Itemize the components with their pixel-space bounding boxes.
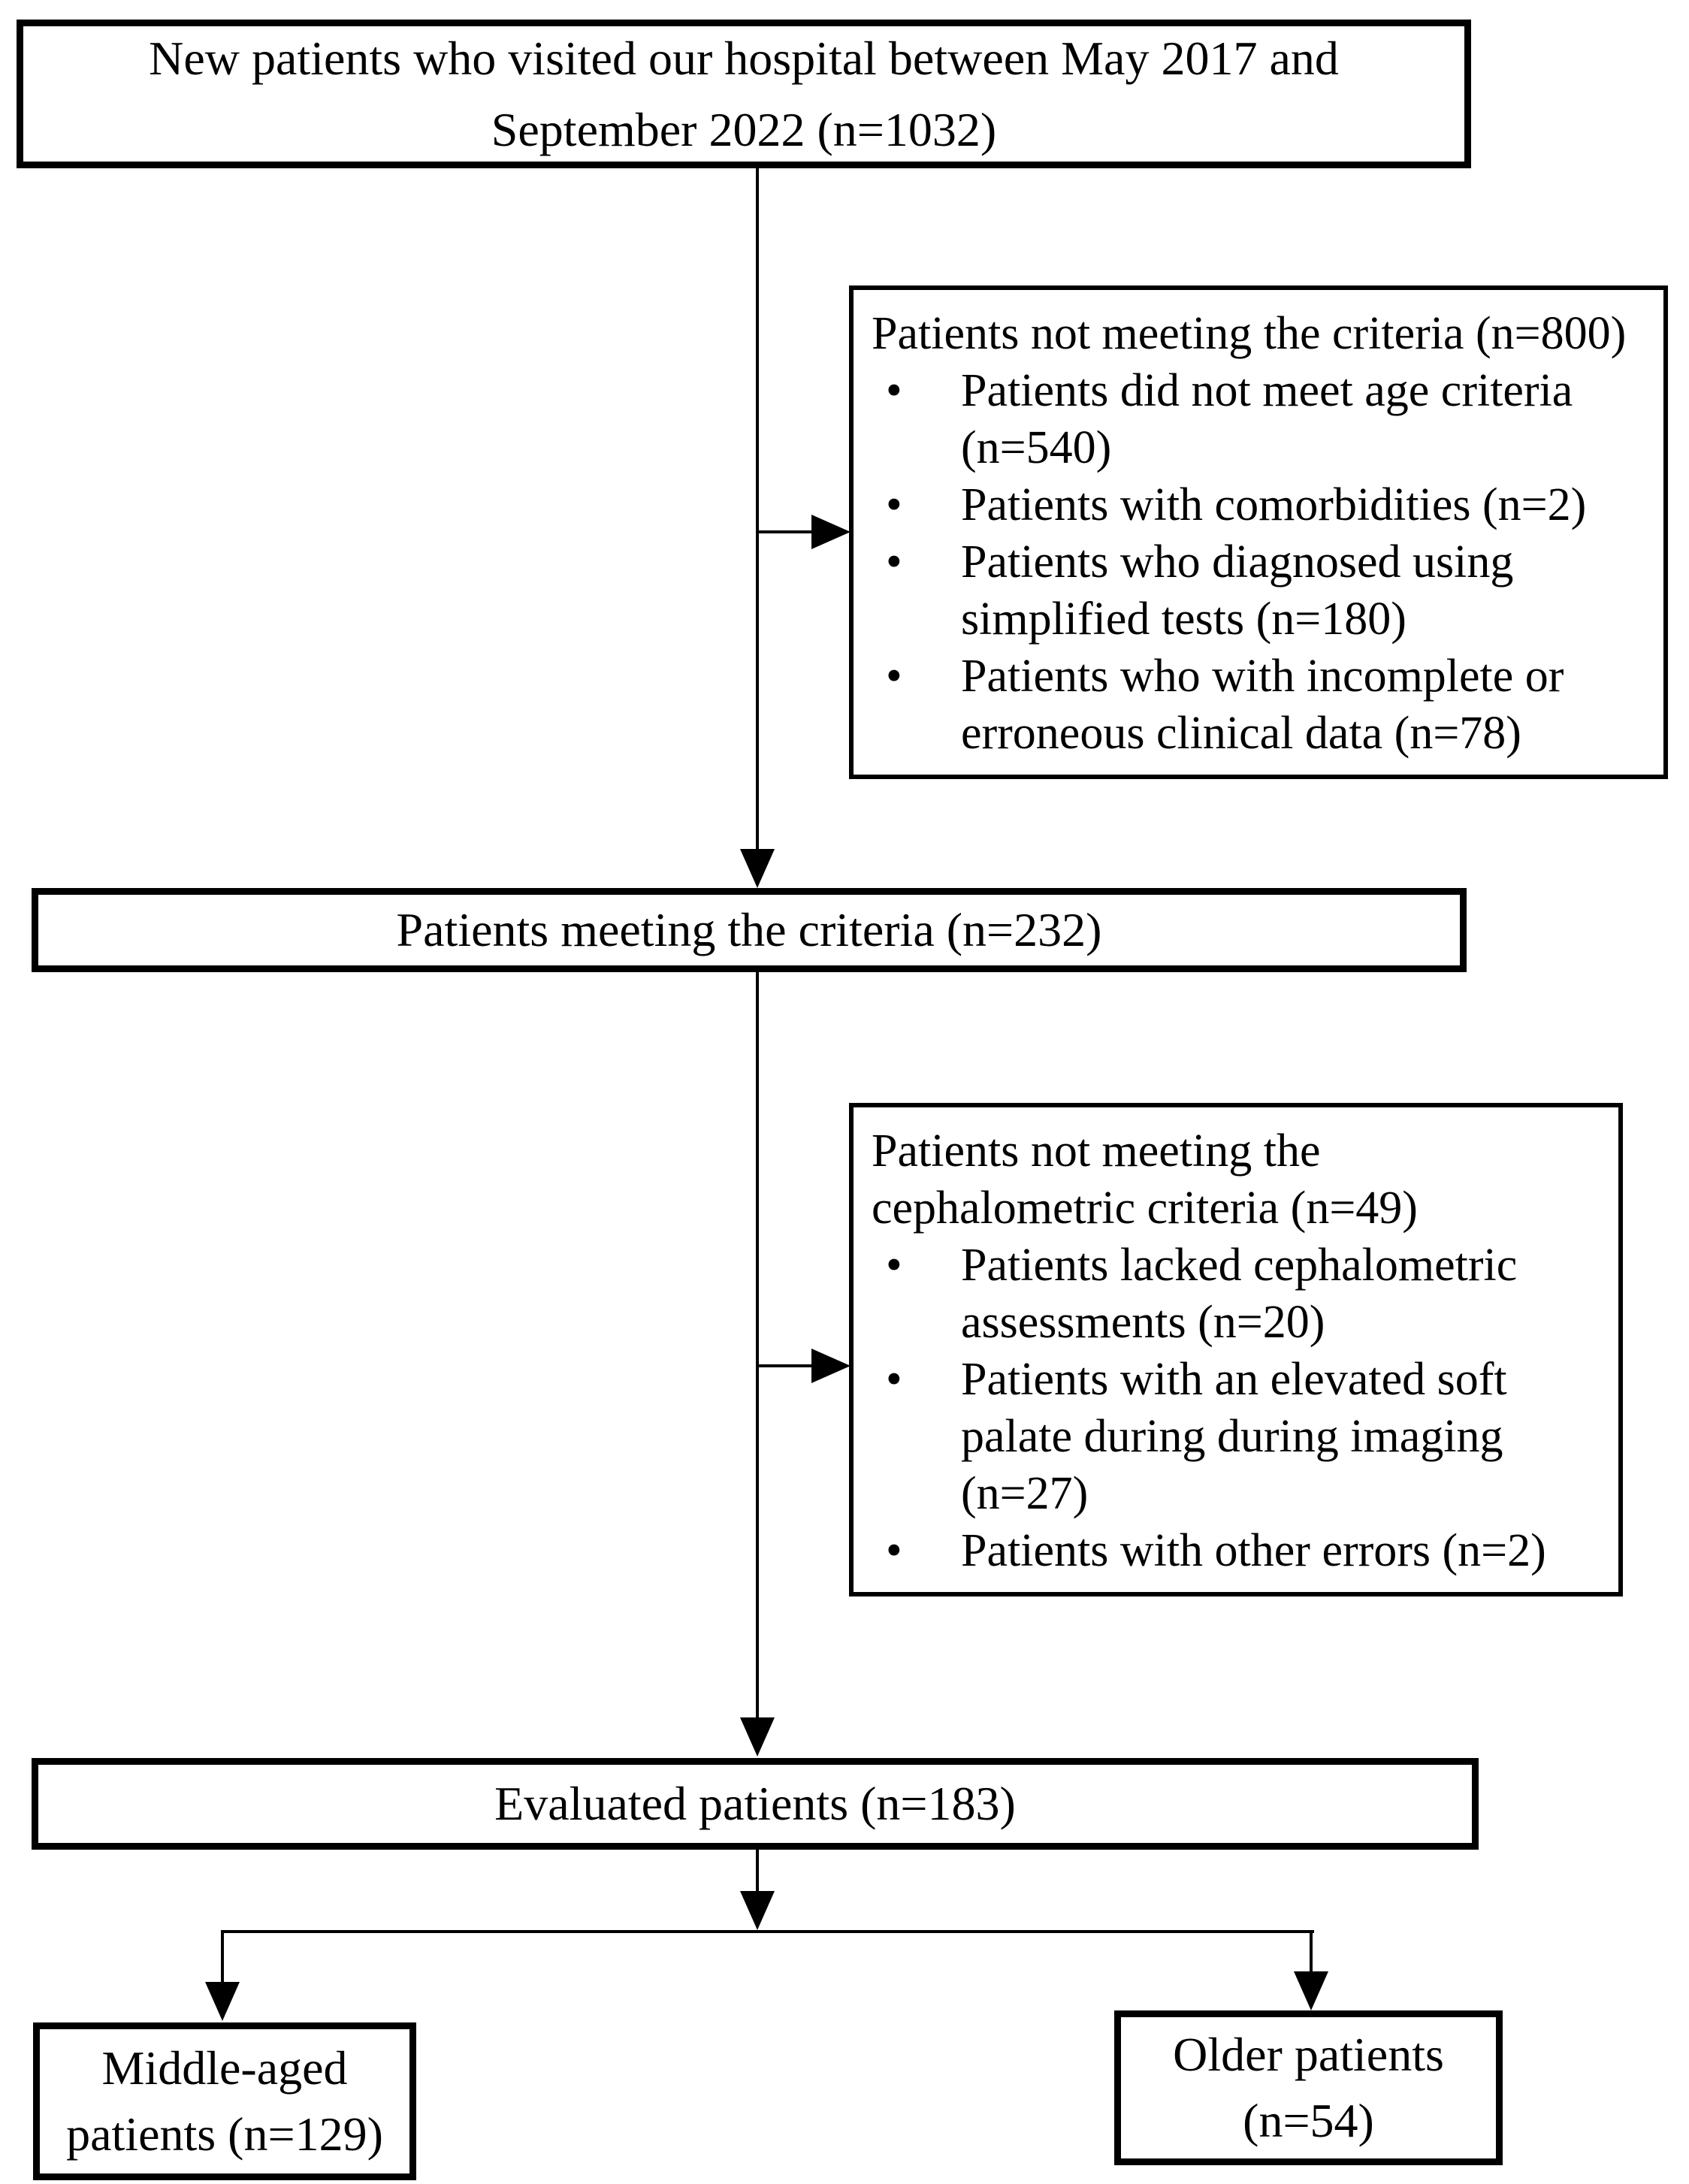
bullet-item: • Patients lacked cephalometric assessme… [886, 1237, 1615, 1351]
bullet-item: • Patients with an elevated soft palate … [886, 1351, 1615, 1522]
arrowhead-down-icon [205, 1982, 240, 2021]
bullet-icon: • [886, 1240, 902, 1291]
arrowhead-right-icon [811, 515, 851, 549]
bullet-item: • Patients did not meet age criteria (n=… [886, 362, 1660, 476]
bullet-text: Patients who diagnosed using simplified … [961, 536, 1514, 645]
bullet-item: • Patients who with incomplete or errone… [886, 648, 1660, 762]
bullet-text: Patients with comorbidities (n=2) [961, 479, 1587, 530]
exclusion-bullet-list: • Patients did not meet age criteria (n=… [872, 362, 1660, 762]
flow-split-line [222, 1930, 1314, 1933]
flow-line-split-to-older [1310, 1930, 1313, 1974]
node-evaluated: Evaluated patients (n=183) [32, 1758, 1479, 1850]
flow-line-split-to-middle-aged [221, 1930, 224, 1983]
node-new-patients: New patients who visited our hospital be… [17, 20, 1471, 168]
bullet-text: Patients lacked cephalometric assessment… [961, 1240, 1518, 1348]
node-text: New patients who visited our hospital be… [149, 32, 1339, 156]
arrowhead-down-icon [740, 1891, 775, 1930]
arrowhead-down-icon [740, 1717, 775, 1757]
exclusion-title: Patients not meeting the cephalometric c… [872, 1125, 1418, 1234]
flow-branch-to-exclusion-1 [757, 530, 816, 533]
bullet-icon: • [886, 479, 902, 530]
bullet-icon: • [886, 651, 902, 702]
bullet-icon: • [886, 1525, 902, 1576]
bullet-text: Patients with an elevated soft palate du… [961, 1354, 1507, 1519]
arrowhead-down-icon [1294, 1971, 1328, 2010]
arrowhead-down-icon [740, 849, 775, 888]
flow-line-top-to-meeting [756, 168, 759, 853]
exclusion-title: Patients not meeting the criteria (n=800… [872, 308, 1627, 359]
node-exclusion-criteria: Patients not meeting the criteria (n=800… [849, 285, 1668, 779]
node-text: Middle-aged patients (n=129) [66, 2041, 383, 2161]
node-middle-aged: Middle-aged patients (n=129) [33, 2022, 416, 2180]
bullet-icon: • [886, 365, 902, 416]
bullet-item: • Patients with comorbidities (n=2) [886, 476, 1660, 533]
bullet-item: • Patients who diagnosed using simplifie… [886, 533, 1660, 648]
bullet-icon: • [886, 1354, 902, 1405]
flow-line-evaluated-to-split [756, 1850, 759, 1893]
arrowhead-right-icon [811, 1349, 851, 1383]
node-meeting-criteria: Patients meeting the criteria (n=232) [32, 888, 1467, 972]
node-exclusion-cephalometric: Patients not meeting the cephalometric c… [849, 1103, 1623, 1596]
flow-line-meeting-to-evaluated [756, 972, 759, 1719]
bullet-text: Patients did not meet age criteria (n=54… [961, 365, 1573, 473]
flow-branch-to-exclusion-2 [757, 1364, 816, 1367]
bullet-text: Patients who with incomplete or erroneou… [961, 651, 1564, 759]
bullet-icon: • [886, 536, 902, 588]
node-text: Older patients (n=54) [1173, 2028, 1444, 2147]
bullet-item: • Patients with other errors (n=2) [886, 1522, 1615, 1579]
node-text: Patients meeting the criteria (n=232) [396, 903, 1102, 956]
bullet-text: Patients with other errors (n=2) [961, 1525, 1546, 1576]
exclusion-bullet-list: • Patients lacked cephalometric assessme… [872, 1237, 1615, 1579]
node-text: Evaluated patients (n=183) [494, 1777, 1016, 1830]
node-older: Older patients (n=54) [1114, 2010, 1503, 2165]
